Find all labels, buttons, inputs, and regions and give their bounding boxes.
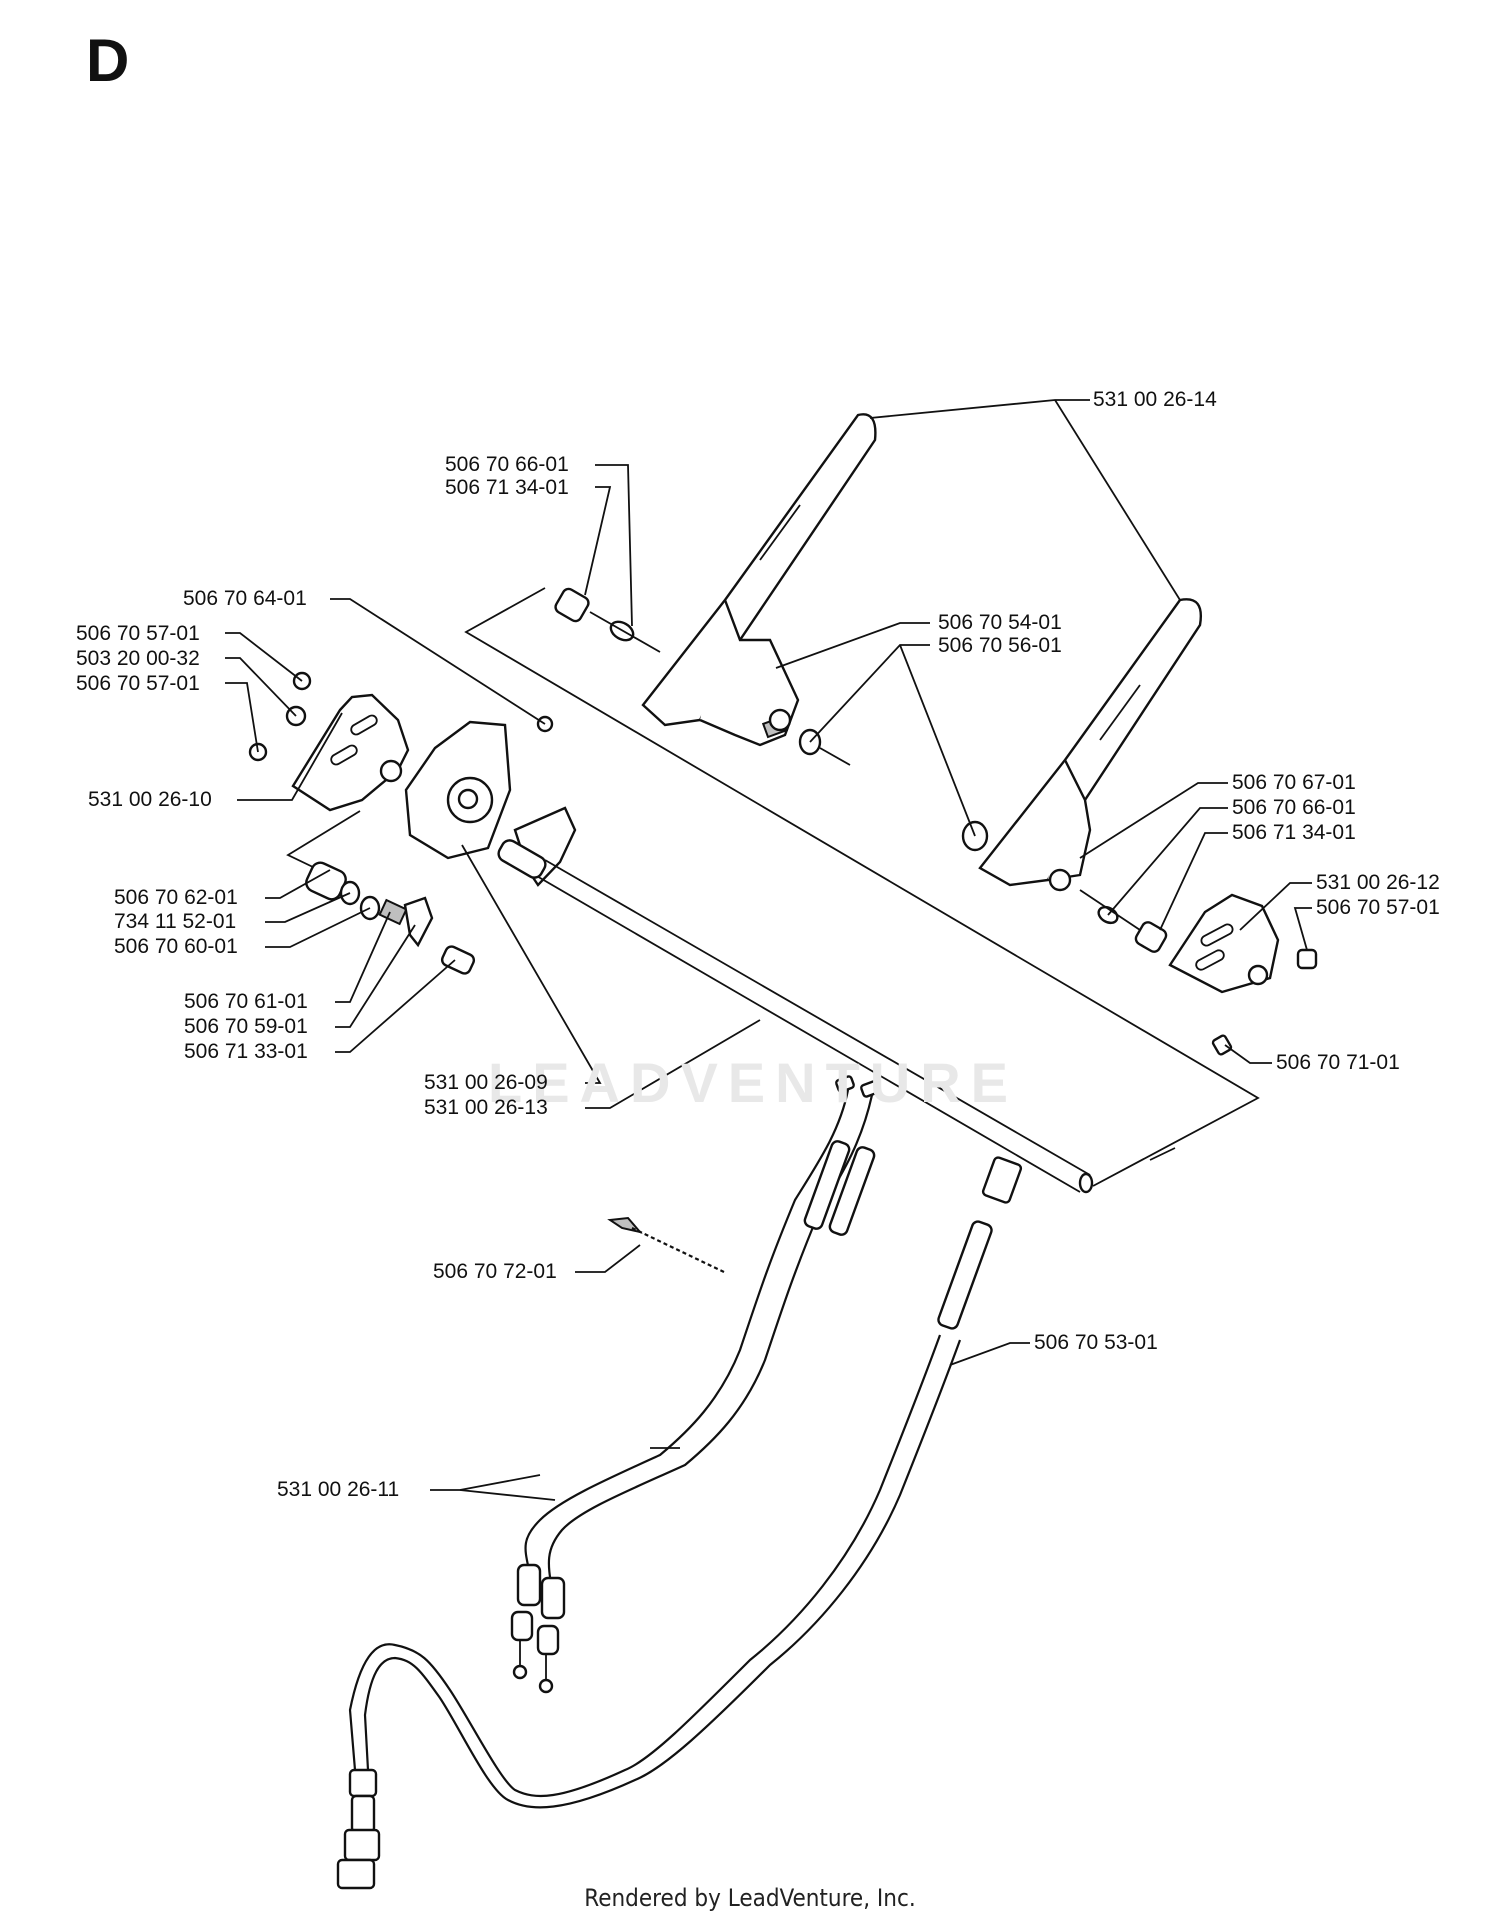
control-shaft xyxy=(497,806,1094,1194)
long-cable xyxy=(336,1156,1023,1890)
right-handle xyxy=(978,598,1202,892)
cover-plate xyxy=(404,715,554,860)
part-label[interactable]: 506 70 57-01 xyxy=(1316,896,1440,919)
part-label[interactable]: 506 70 72-01 xyxy=(433,1260,557,1283)
watermark: LEADVENTURE xyxy=(488,1051,1019,1114)
dual-control-cables xyxy=(510,1075,880,1694)
part-label[interactable]: 506 70 61-01 xyxy=(184,990,308,1013)
part-label[interactable]: 506 70 53-01 xyxy=(1034,1331,1158,1354)
cable-tie xyxy=(607,1216,725,1273)
part-label[interactable]: 503 20 00-32 xyxy=(76,647,200,670)
part-label[interactable]: 506 70 62-01 xyxy=(114,886,238,909)
handle-fasteners xyxy=(554,587,1168,953)
page-letter: D xyxy=(86,27,130,94)
part-label[interactable]: 531 00 26-11 xyxy=(277,1478,400,1501)
part-label[interactable]: 531 00 26-14 xyxy=(1093,388,1217,411)
right-bracket xyxy=(1168,893,1318,1056)
assembly-plane-edge xyxy=(1149,1147,1176,1161)
part-label[interactable]: 506 70 54-01 xyxy=(938,611,1062,634)
assembly-plane-outline xyxy=(464,587,1260,1187)
part-label[interactable]: 506 70 66-01 xyxy=(1232,796,1356,819)
part-label[interactable]: 531 00 26-09 xyxy=(424,1071,548,1094)
part-label[interactable]: 506 71 33-01 xyxy=(184,1040,308,1063)
part-label[interactable]: 506 71 34-01 xyxy=(1232,821,1356,844)
part-label[interactable]: 506 70 67-01 xyxy=(1232,771,1356,794)
part-label[interactable]: 506 71 34-01 xyxy=(445,476,569,499)
part-label[interactable]: 531 00 26-12 xyxy=(1316,871,1440,894)
footer-credit: Rendered by LeadVenture, Inc. xyxy=(584,1884,916,1912)
part-label[interactable]: 506 70 59-01 xyxy=(184,1015,308,1038)
left-handle xyxy=(641,413,877,747)
leader-lines xyxy=(225,399,1312,1501)
part-label[interactable]: 506 70 56-01 xyxy=(938,634,1062,657)
part-label[interactable]: 506 70 71-01 xyxy=(1276,1051,1400,1074)
part-label[interactable]: 531 00 26-10 xyxy=(88,788,212,811)
part-label[interactable]: 506 70 66-01 xyxy=(445,453,569,476)
part-label[interactable]: 506 70 57-01 xyxy=(76,672,200,695)
part-label[interactable]: 506 70 64-01 xyxy=(183,587,307,610)
part-label[interactable]: 531 00 26-13 xyxy=(424,1096,548,1119)
part-label[interactable]: 734 11 52-01 xyxy=(114,910,237,933)
part-label[interactable]: 506 70 60-01 xyxy=(114,935,238,958)
part-label[interactable]: 506 70 57-01 xyxy=(76,622,200,645)
